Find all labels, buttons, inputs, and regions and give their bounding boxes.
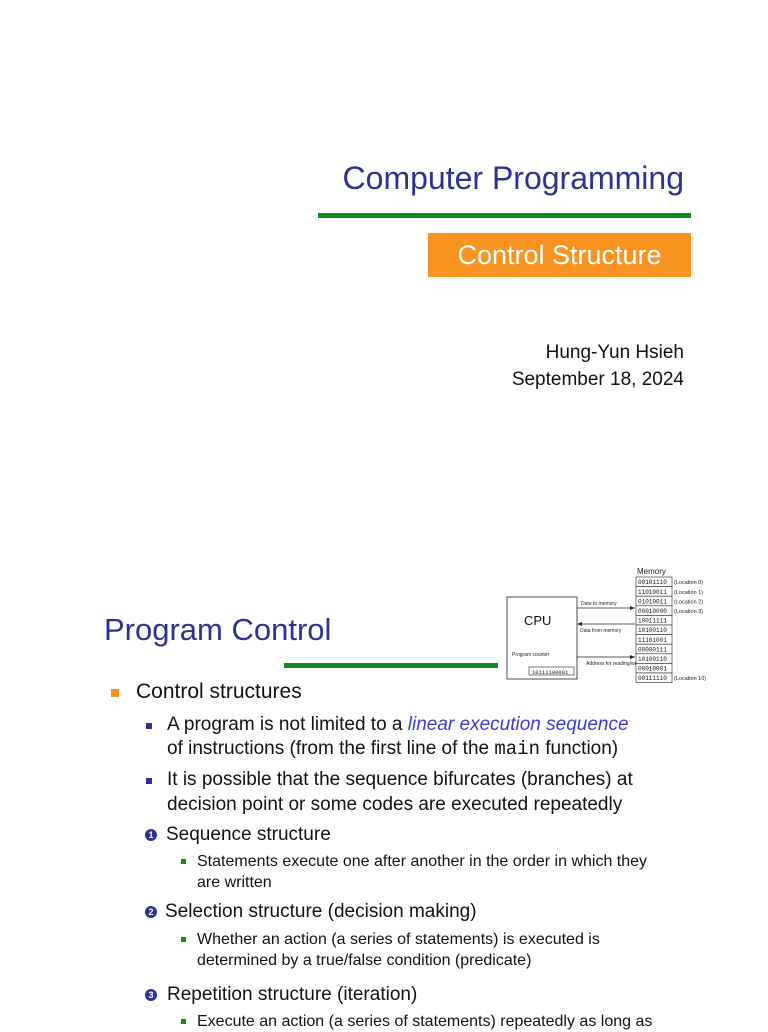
number-badge-3: 3	[145, 989, 157, 1001]
bullet-marker	[146, 778, 152, 784]
bullet-marker	[146, 723, 152, 729]
memory-location-label: (Location 1)	[674, 590, 703, 596]
bullet-text: A program is not limited to a	[167, 714, 408, 735]
cpu-label: CPU	[524, 613, 551, 628]
program-counter-value: 10111100001	[532, 669, 569, 676]
presentation-date: September 18, 2024	[511, 369, 684, 390]
memory-cell-value: 00000111	[638, 646, 667, 653]
bullet-marker	[181, 937, 186, 942]
slide-subtitle-badge: Control Structure	[428, 233, 691, 277]
data-from-memory-label: Data from memory	[580, 628, 622, 634]
arrowhead-address	[630, 655, 635, 659]
memory-location-label: (Location 10)	[674, 676, 706, 682]
bullet-control-structures: Control structures	[136, 680, 302, 703]
memory-cell-value: 00010000	[638, 608, 667, 615]
memory-cell-value: 00111110	[638, 675, 667, 682]
bullet-text: function)	[539, 738, 619, 759]
data-to-memory-label: Data to memory	[581, 601, 617, 607]
number-badge-2: 2	[145, 906, 157, 918]
memory-location-label: (Location 2)	[674, 599, 703, 605]
memory-cell-value: 10011111	[638, 618, 667, 625]
author-name: Hung-Yun Hsieh	[545, 342, 684, 363]
memory-cell-value: 00101110	[638, 579, 667, 586]
memory-cell-value: 10100110	[638, 656, 667, 663]
slide-title: Computer Programming	[342, 160, 684, 196]
code-main: main	[494, 738, 540, 760]
item-selection-structure: Selection structure (decision making)	[165, 901, 477, 922]
program-counter-label: Program counter	[512, 652, 550, 658]
highlight-linear-execution: linear execution sequence	[407, 714, 629, 735]
section-rule	[284, 663, 498, 668]
bullet-marker	[181, 859, 186, 864]
memory-cells: 00101110 (Location 0) 11010011 (Location 1)…	[635, 576, 706, 683]
memory-cell-value: 01010011	[638, 598, 667, 605]
author-block: Hung-Yun Hsieh September 18, 2024	[440, 339, 684, 393]
bullet-marker	[181, 1019, 186, 1024]
item-sequence-structure: Sequence structure	[166, 824, 331, 845]
arrowhead-from-memory	[577, 622, 582, 626]
sequence-detail-line2: are written	[197, 874, 272, 891]
arrowhead-to-memory	[630, 606, 635, 610]
bullet-marker	[111, 689, 119, 697]
bullet-text: of instructions (from the first line of …	[167, 738, 495, 759]
repetition-detail-line1: Execute an action (a series of statement…	[197, 1013, 653, 1030]
memory-cell-value: 00010001	[638, 666, 667, 673]
cpu-memory-diagram: Memory CPU Program counter 10111100001 D…	[506, 567, 706, 683]
bullet-linear-sequence: A program is not limited to a linear exe…	[167, 713, 629, 737]
bullet-linear-sequence-cont: of instructions (from the first line of …	[167, 737, 618, 761]
number-badge-1: 1	[145, 829, 157, 841]
memory-cell-value: 11101001	[638, 637, 667, 644]
bullet-bifurcation: It is possible that the sequence bifurca…	[167, 769, 633, 790]
memory-location-label: (Location 0)	[674, 580, 703, 586]
selection-detail-line2: determined by a true/false condition (pr…	[197, 952, 532, 969]
selection-detail-line1: Whether an action (a series of statement…	[197, 931, 600, 948]
cpu-box	[506, 596, 578, 680]
item-repetition-structure: Repetition structure (iteration)	[167, 984, 418, 1005]
address-label: Address for reading/writing data	[586, 661, 657, 667]
section-title: Program Control	[104, 612, 332, 647]
memory-label: Memory	[637, 567, 666, 576]
program-counter-box	[528, 666, 575, 676]
memory-cell-value: 10100110	[638, 627, 667, 634]
memory-cell	[635, 672, 673, 683]
title-rule	[318, 213, 691, 218]
memory-location-label: (Location 3)	[674, 609, 703, 615]
bullet-bifurcation-cont: decision point or some codes are execute…	[167, 794, 623, 815]
memory-cell-value: 11010011	[638, 589, 667, 596]
sequence-detail-line1: Statements execute one after another in …	[197, 853, 648, 870]
